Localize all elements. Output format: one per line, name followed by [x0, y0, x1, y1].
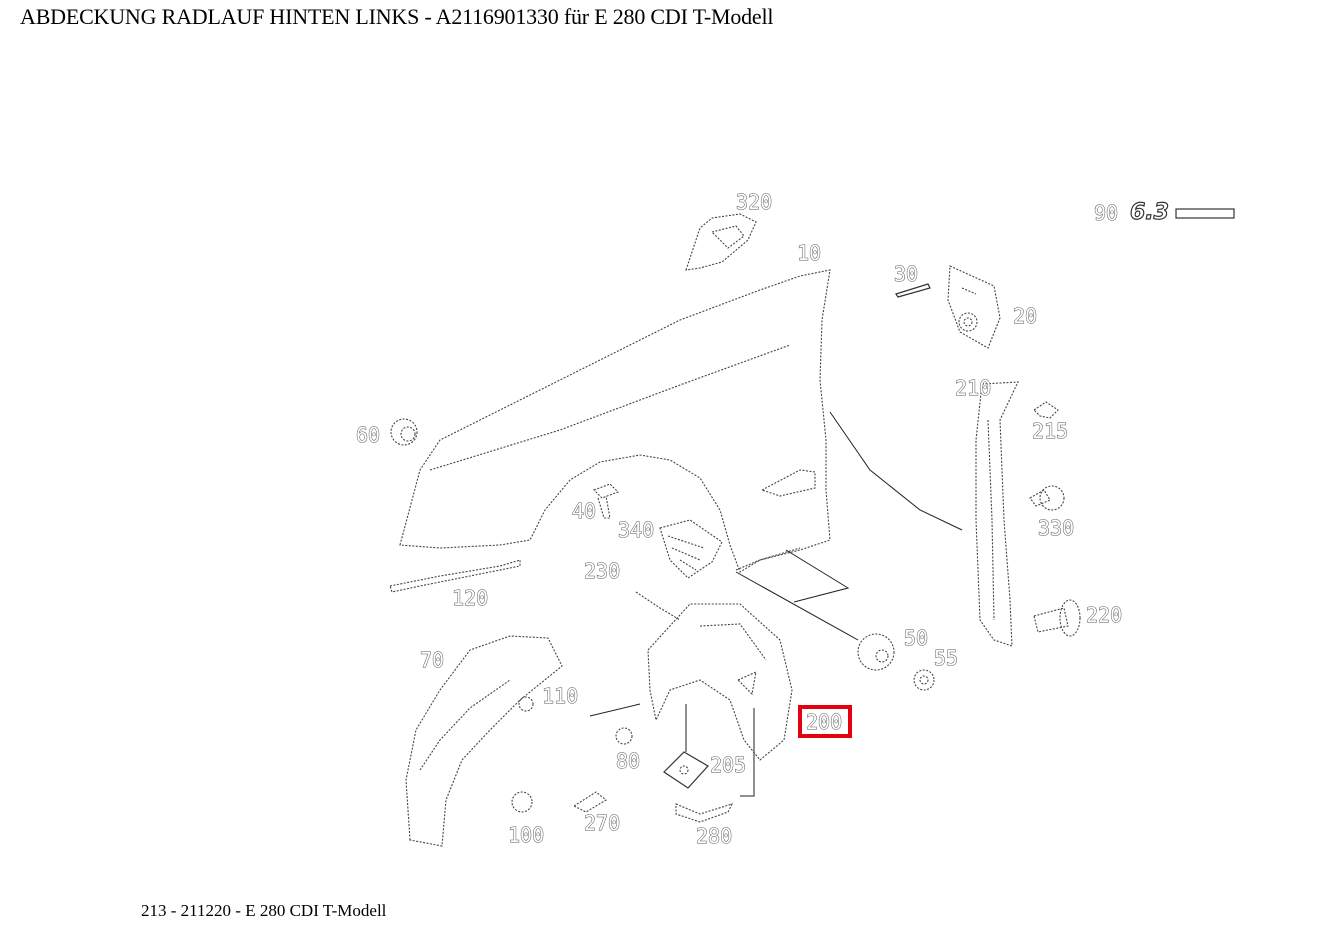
callout-20-label: 20 [1013, 304, 1037, 328]
callout-230-label: 230 [584, 559, 620, 583]
part-90-emblem: 6.3 [1129, 199, 1235, 226]
callout-40-label: 40 [572, 499, 596, 523]
part-340-grille [659, 519, 723, 579]
callout-210-label: 210 [955, 376, 991, 400]
selected-part-highlight [798, 705, 852, 738]
callout-320[interactable]: 320 [736, 190, 773, 215]
part-10-fender [399, 269, 831, 573]
callout-10[interactable]: 10 [797, 241, 822, 266]
callout-90[interactable]: 90 [1094, 201, 1119, 226]
callout-110-label: 110 [542, 684, 578, 708]
callout-110[interactable]: 110 [542, 684, 579, 709]
callout-215-label: 215 [1032, 419, 1068, 443]
callout-340[interactable]: 340 [618, 518, 655, 543]
callout-90-label: 90 [1094, 201, 1118, 225]
part-80-clip [615, 727, 633, 745]
callout-280-label: 280 [696, 824, 732, 848]
callout-100-label: 100 [508, 823, 544, 847]
callout-270[interactable]: 270 [584, 811, 621, 836]
footer-caption: 213 - 211220 - E 280 CDI T-Modell [141, 901, 387, 920]
part-60-grommet [390, 418, 418, 446]
part-205-bracket [663, 751, 709, 789]
part-330-clip [1029, 485, 1065, 511]
callout-210[interactable]: 210 [955, 376, 992, 401]
callout-100[interactable]: 100 [508, 823, 545, 848]
callout-205[interactable]: 205 [710, 753, 747, 778]
callout-30[interactable]: 30 [894, 262, 919, 287]
callout-215[interactable]: 215 [1032, 419, 1069, 444]
emblem-badge: 6.3 [1130, 200, 1169, 225]
part-120-trim [389, 559, 521, 593]
callout-80-label: 80 [616, 749, 640, 773]
part-230-strip [635, 591, 681, 621]
callout-205-label: 205 [710, 753, 746, 777]
callout-270-label: 270 [584, 811, 620, 835]
part-100-clip [511, 791, 533, 813]
callout-200-selected[interactable]: 200 [798, 705, 852, 738]
callout-10-label: 10 [797, 241, 821, 265]
part-50-washer [857, 633, 895, 671]
part-30-pin [895, 283, 931, 298]
part-215-clip [1033, 401, 1059, 419]
part-20-bracket [947, 265, 1001, 349]
callout-120-label: 120 [452, 586, 488, 610]
page-title: ABDECKUNG RADLAUF HINTEN LINKS - A211690… [20, 4, 774, 29]
callout-55-label: 55 [934, 646, 958, 670]
callout-70[interactable]: 70 [420, 648, 445, 673]
callout-320-label: 320 [736, 190, 772, 214]
callout-20[interactable]: 20 [1013, 304, 1038, 329]
callout-50[interactable]: 50 [904, 626, 929, 651]
part-200-wheel-arch-cover[interactable] [647, 603, 793, 761]
part-270-clip [572, 791, 607, 813]
callout-230[interactable]: 230 [584, 559, 621, 584]
callout-50-label: 50 [904, 626, 928, 650]
part-320-bracket [685, 213, 757, 271]
callout-220[interactable]: 220 [1086, 603, 1123, 628]
callout-70-label: 70 [420, 648, 444, 672]
callout-200-label: 200 [806, 710, 842, 734]
callout-60[interactable]: 60 [356, 423, 381, 448]
leader-lines [589, 411, 963, 797]
part-280-strip [675, 803, 734, 823]
callout-60-label: 60 [356, 423, 380, 447]
part-210-seal [975, 381, 1019, 647]
callout-80[interactable]: 80 [616, 749, 641, 774]
part-40-bolt [593, 483, 619, 519]
part-110-clip [518, 696, 534, 712]
callout-120[interactable]: 120 [452, 586, 489, 611]
part-220-clip [1033, 599, 1081, 637]
callout-280[interactable]: 280 [696, 824, 733, 849]
callout-30-label: 30 [894, 262, 918, 286]
callout-340-label: 340 [618, 518, 654, 542]
callout-55[interactable]: 55 [934, 646, 959, 671]
callout-330-label: 330 [1038, 516, 1074, 540]
callout-220-label: 220 [1086, 603, 1122, 627]
part-55-nut [913, 669, 935, 691]
part-70-liner [405, 635, 563, 847]
callout-40[interactable]: 40 [572, 499, 597, 524]
callout-330[interactable]: 330 [1038, 516, 1075, 541]
